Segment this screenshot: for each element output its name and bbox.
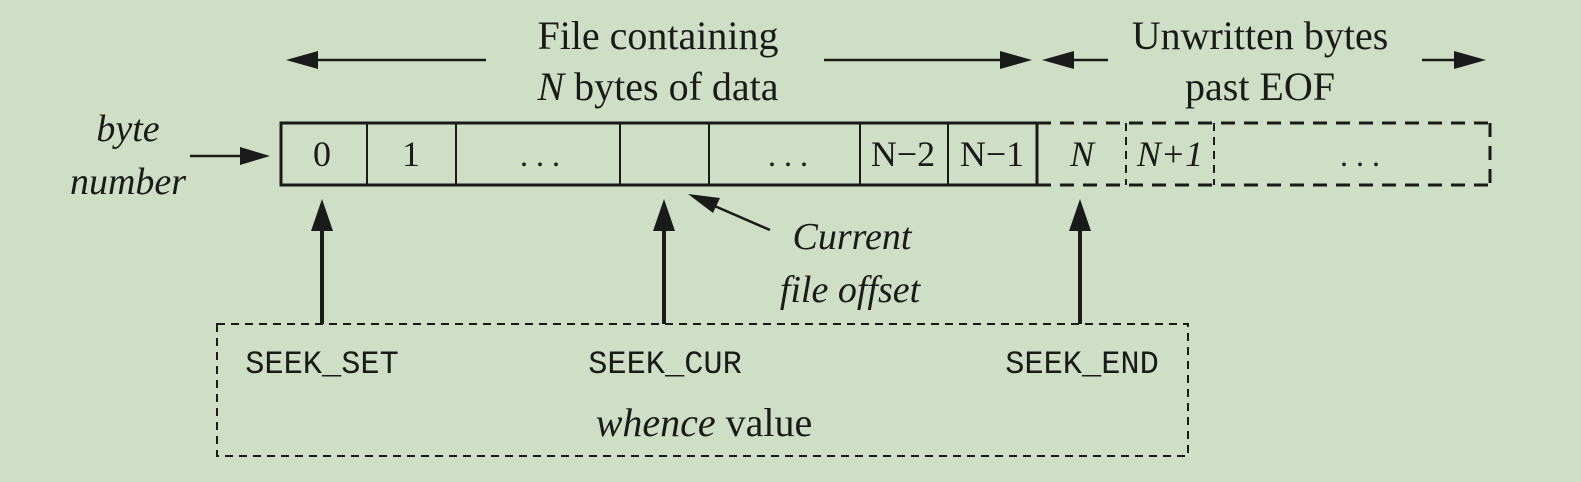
cell-byte-n-minus-2: N−2 [871, 134, 935, 174]
current-label: Current [793, 216, 913, 258]
whence-value-caption: whence value [596, 400, 813, 445]
current-offset-pointer: Current file offset [688, 194, 922, 311]
cell-byte-n: N [1069, 134, 1096, 174]
cell-byte-1: 1 [402, 134, 420, 174]
seek-end-label: SEEK_END [1005, 346, 1159, 383]
cell-ellipsis-3: . . . [1340, 137, 1380, 173]
seek-set-arrow [311, 199, 333, 324]
bytes-of-data-text: bytes of data [564, 64, 779, 109]
seek-end-arrow [1069, 199, 1091, 324]
n-bytes-of-data-label: N bytes of data [536, 64, 778, 109]
cell-byte-0: 0 [313, 134, 331, 174]
file-data-span: File containing N bytes of data [286, 13, 1032, 109]
whence-word: whence [596, 400, 716, 445]
number-label: number [70, 161, 186, 203]
seek-cur-label: SEEK_CUR [588, 346, 742, 383]
unwritten-bytes-row: N N+1 . . . [1037, 121, 1492, 187]
past-eof-label: past EOF [1185, 64, 1335, 109]
byte-label: byte [96, 108, 159, 150]
written-bytes-row: 0 1 . . . . . . N−2 N−1 [279, 121, 1039, 187]
file-containing-label: File containing [537, 13, 778, 58]
cell-byte-n-plus-1: N+1 [1136, 134, 1203, 174]
unwritten-bytes-label: Unwritten bytes [1132, 13, 1389, 58]
cell-byte-n-minus-1: N−1 [960, 134, 1024, 174]
n-variable: N [536, 64, 566, 109]
file-offset-label: file offset [780, 269, 922, 311]
unwritten-span: Unwritten bytes past EOF [1042, 13, 1486, 109]
cell-ellipsis-1: . . . [520, 137, 560, 173]
seek-cur-arrow [653, 199, 675, 324]
value-word: value [716, 400, 813, 445]
cell-ellipsis-2: . . . [768, 137, 808, 173]
whence-box: SEEK_SET SEEK_CUR SEEK_END whence value [216, 323, 1189, 457]
seek-set-label: SEEK_SET [245, 346, 399, 383]
byte-number-pointer: byte number [70, 108, 270, 203]
